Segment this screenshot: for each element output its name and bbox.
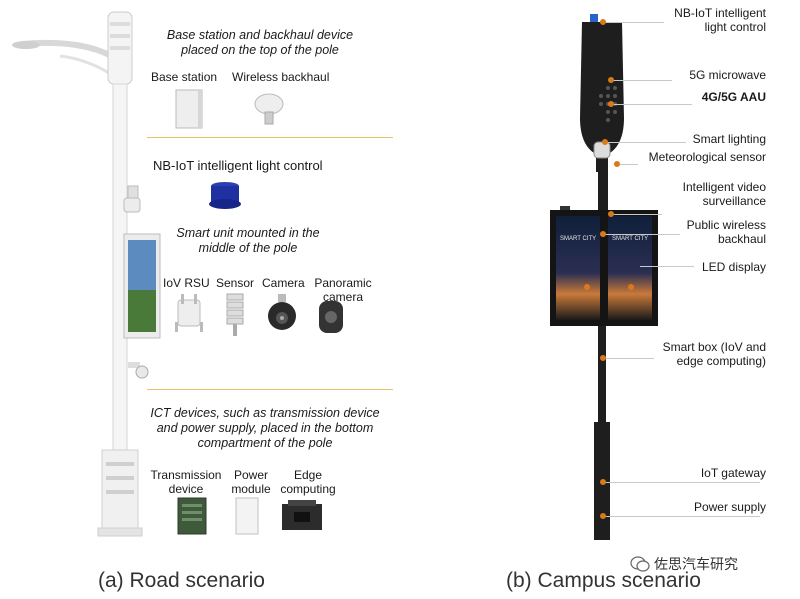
marker-dot <box>600 355 606 361</box>
road-pole-illustration <box>12 11 161 537</box>
edge-computing-label: Edge computing <box>280 468 336 496</box>
label-public-wireless: Public wireless backhaul <box>686 218 766 246</box>
marker-dot <box>602 139 608 145</box>
label-4g5g-aau: 4G/5G AAU <box>701 90 766 104</box>
leader-line-video <box>612 214 662 215</box>
sensor-label: Sensor <box>216 276 255 290</box>
transmission-device-label: Transmission device <box>150 468 222 496</box>
leader-line-microwave <box>612 80 672 81</box>
campus-scenario-caption: (b) Campus scenario <box>506 569 701 592</box>
label-video-surveillance: Intelligent video surveillance <box>682 180 766 208</box>
leader-line-aau <box>612 104 692 105</box>
watermark: 佐思汽车研究 <box>630 554 738 574</box>
led-screen-right: SMART CITY <box>608 216 652 320</box>
leader-line-smart-box <box>604 358 654 359</box>
wechat-icon <box>630 556 650 572</box>
leader-line-power-supply <box>604 516 760 517</box>
base-station-label: Base station <box>151 70 218 84</box>
marker-dot <box>608 101 614 107</box>
leader-line-iot-gateway <box>604 482 760 483</box>
bottom-section-title: ICT devices, such as transmission device… <box>150 406 380 450</box>
iov-rsu-label: IoV RSU <box>163 276 210 290</box>
marker-dot <box>584 284 590 290</box>
marker-dot <box>628 284 634 290</box>
label-meteorological: Meteorological sensor <box>648 150 766 164</box>
light-control-icon <box>209 182 241 209</box>
nb-iot-label: NB-IoT intelligent light control <box>153 158 323 173</box>
label-5g-microwave: 5G microwave <box>689 68 766 82</box>
marker-dot <box>600 19 606 25</box>
leader-line-lighting <box>606 142 686 143</box>
marker-dot <box>600 479 606 485</box>
leader-line-meteorological <box>620 164 638 165</box>
panoramic-camera-icon <box>319 301 343 333</box>
marker-dot <box>608 77 614 83</box>
leader-line-public-wireless <box>604 234 680 235</box>
camera-label: Camera <box>262 276 305 290</box>
label-nb-iot: NB-IoT intelligent light control <box>674 6 766 34</box>
leader-line-nb-iot <box>604 22 664 23</box>
panoramic-camera-label: Panoramic camera <box>314 276 372 304</box>
wireless-backhaul-label: Wireless backhaul <box>232 70 330 84</box>
led-screen-left: SMART CITY <box>556 216 600 320</box>
label-smart-lighting: Smart lighting <box>692 132 766 146</box>
base-station-icon <box>175 89 203 129</box>
watermark-text: 佐思汽车研究 <box>654 557 738 573</box>
marker-dot <box>614 161 620 167</box>
camera-icon <box>268 294 296 330</box>
power-module-label: Power module <box>231 468 271 496</box>
label-smart-box: Smart box (IoV and edge computing) <box>662 340 766 368</box>
led-screen-right-text: SMART CITY <box>612 236 649 242</box>
edge-computing-icon <box>282 500 322 530</box>
marker-dot <box>600 231 606 237</box>
section-divider-1 <box>147 137 393 138</box>
road-scenario-caption: (a) Road scenario <box>98 569 265 592</box>
middle-section-title: Smart unit mounted in the middle of the … <box>176 226 320 255</box>
label-power-supply: Power supply <box>693 500 766 514</box>
iov-rsu-icon <box>175 294 203 332</box>
marker-dot <box>608 211 614 217</box>
led-display-panel: SMART CITY SMART CITY <box>550 210 658 326</box>
label-iot-gateway: IoT gateway <box>700 466 766 480</box>
transmission-device-icon <box>177 497 207 535</box>
led-screen-left-text: SMART CITY <box>560 236 597 242</box>
wireless-backhaul-icon <box>254 93 284 125</box>
power-module-icon <box>235 497 259 535</box>
label-led-display: LED display <box>701 260 766 274</box>
sensor-icon <box>226 293 244 336</box>
top-section-title: Base station and backhaul device placed … <box>166 28 354 57</box>
section-divider-2 <box>147 389 393 390</box>
leader-line-led <box>640 266 694 267</box>
marker-dot <box>600 513 606 519</box>
lamp-head <box>12 41 40 49</box>
